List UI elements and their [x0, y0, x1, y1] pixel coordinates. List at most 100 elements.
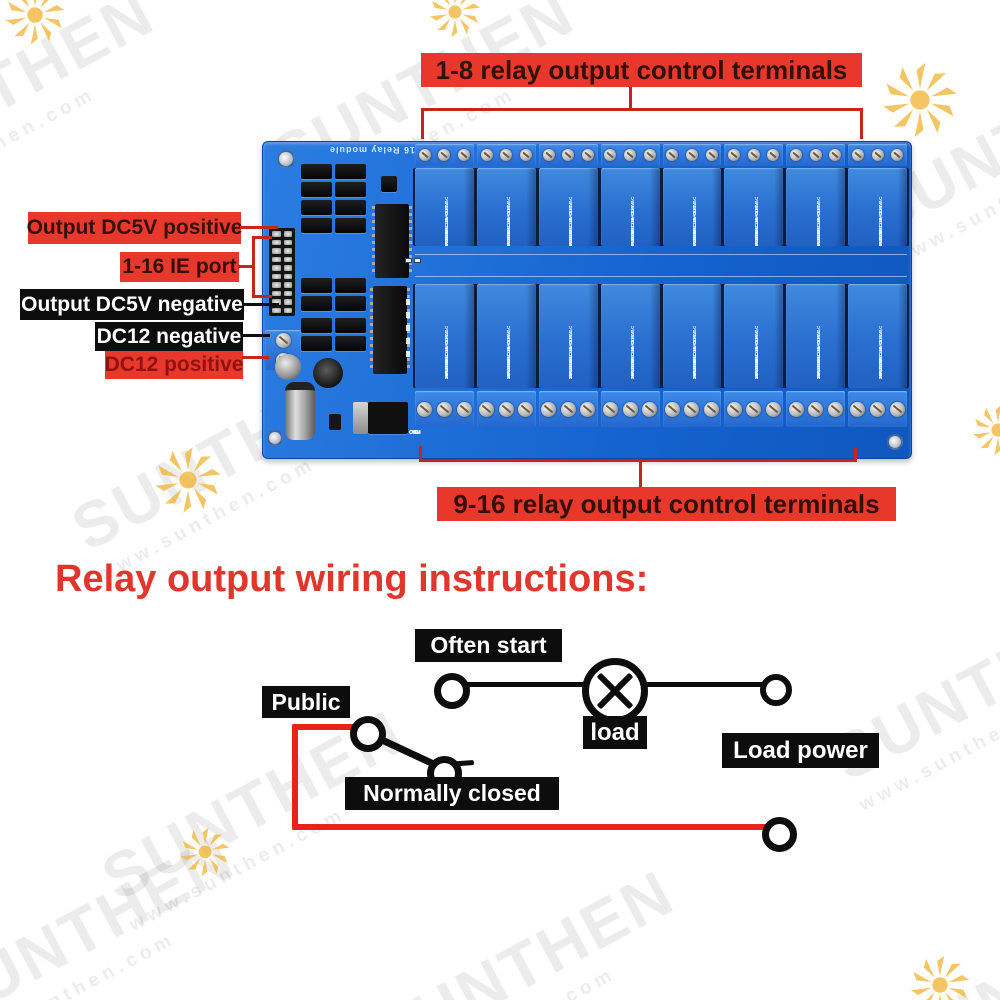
sun-watermark-icon	[876, 56, 964, 144]
optocoupler-chip	[301, 182, 332, 197]
terminal-screw	[622, 401, 638, 417]
header-pin	[283, 307, 292, 313]
sun-watermark-icon	[0, 0, 70, 50]
terminal-pin-label: NC	[411, 430, 419, 436]
pcb-trace	[415, 276, 907, 277]
optocoupler-chip-grid	[301, 278, 371, 311]
terminal-block	[476, 391, 536, 427]
normally-closed-label: Normally closed	[345, 777, 559, 810]
bracket-line	[854, 448, 857, 462]
pcb-via	[406, 338, 410, 344]
terminal-block	[415, 144, 474, 166]
capacitor	[275, 354, 301, 380]
mounting-hole	[887, 434, 903, 450]
sun-watermark-icon	[968, 400, 1000, 460]
terminal-screw	[829, 149, 842, 161]
optocoupler-chip	[301, 318, 332, 333]
relay-label-line: SONGLE	[568, 359, 574, 379]
annotation-output-dc5v-negative: Output DC5V negative	[20, 289, 244, 320]
voltage-regulator-tab	[353, 402, 368, 434]
terminal-screw	[562, 149, 575, 161]
driver-ic	[372, 204, 412, 278]
bracket-line	[421, 108, 863, 111]
public-label: Public	[262, 686, 350, 718]
ie-port-pin-header	[269, 228, 295, 316]
terminal-pin-label: NC	[411, 430, 419, 436]
red-wire	[292, 724, 360, 730]
terminal-screw	[418, 149, 431, 161]
header-pin	[272, 299, 281, 305]
header-pin	[283, 290, 292, 296]
optocoupler-chip-grid	[301, 318, 371, 351]
terminal-pin-label: COM	[409, 430, 421, 436]
relay-label-line: SONGLE	[753, 230, 759, 246]
relay-label-line: SONGLE	[630, 230, 636, 246]
red-wire	[292, 724, 298, 830]
optocoupler-chip	[301, 336, 332, 351]
optocoupler-chip	[301, 278, 332, 293]
bracket-line	[421, 108, 424, 139]
terminal-screw	[560, 401, 576, 417]
capacitor	[313, 358, 343, 388]
terminal-screw	[850, 401, 866, 417]
pcb-via	[406, 325, 410, 331]
terminal-screw	[767, 149, 780, 161]
connector-line	[240, 226, 278, 229]
annotation-ie-port: 1-16 IE port	[120, 252, 239, 282]
header-pin	[283, 256, 292, 262]
terminal-node	[434, 673, 470, 709]
terminal-screw	[788, 401, 804, 417]
bracket-line	[419, 446, 422, 462]
load-label: load	[583, 716, 647, 749]
terminal-pin-label: NC	[411, 430, 419, 436]
terminal-screw	[643, 149, 656, 161]
terminal-block	[786, 391, 846, 427]
bracket-line	[860, 108, 863, 139]
relay-label-line: SONGLE	[691, 359, 697, 379]
relay-label-line: SONGLE	[506, 359, 512, 379]
load-power-label: Load power	[722, 733, 879, 768]
header-pin	[272, 248, 281, 254]
terminal-block	[538, 144, 598, 166]
terminal-screw	[624, 149, 637, 161]
terminal-pin-label: COM	[409, 430, 421, 436]
relay-label-line: SONGLE	[506, 230, 512, 246]
terminal-screw	[581, 149, 594, 161]
terminal-pin-label: NO	[411, 430, 419, 436]
terminal-pin-label: NO	[411, 430, 419, 436]
terminal-screw	[747, 149, 760, 161]
relay-label-line: SONGLE	[877, 230, 883, 246]
header-pin	[272, 239, 281, 245]
terminal-screw	[518, 401, 534, 417]
terminal-screw	[604, 149, 617, 161]
mounting-hole	[267, 430, 283, 446]
smd-component	[405, 257, 412, 263]
optocoupler-chip	[335, 200, 366, 215]
optocoupler-chip	[335, 164, 366, 179]
capacitor-cylinder	[285, 382, 315, 440]
terminal-screw	[479, 401, 495, 417]
terminal-screw	[808, 401, 824, 417]
header-pin	[283, 282, 292, 288]
optocoupler-chip	[301, 296, 332, 311]
annotation-dc12-positive: DC12 positive	[105, 351, 243, 379]
relay-label-line: SONGLE	[691, 230, 697, 246]
terminal-screw	[704, 401, 720, 417]
terminal-screw	[642, 401, 658, 417]
connector-line	[238, 265, 254, 268]
terminal-pin-label: COM	[409, 430, 421, 436]
watermark-url: www.sunthen.com	[855, 683, 1000, 816]
optocoupler-chip	[335, 296, 366, 311]
relay-label-line: SONGLE	[815, 230, 821, 246]
bracket-line	[252, 236, 272, 298]
